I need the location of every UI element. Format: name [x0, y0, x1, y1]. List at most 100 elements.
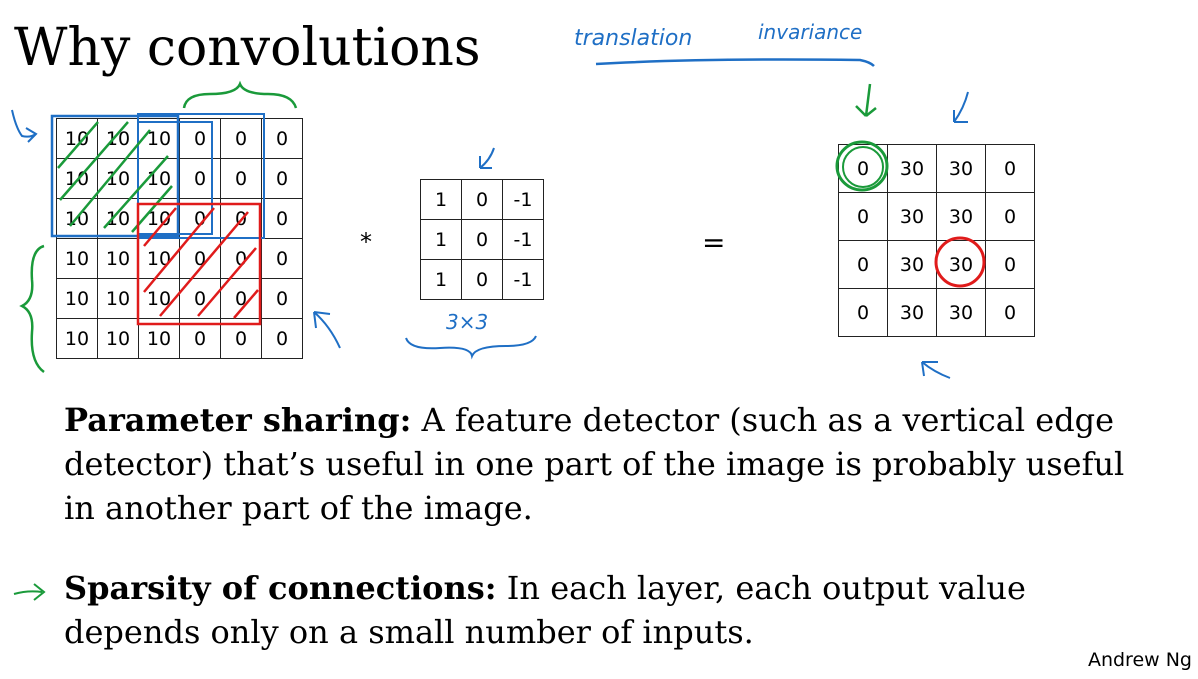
blue-arrow-left: [11, 109, 38, 143]
matrix-cell: 30: [887, 192, 937, 241]
matrix-cell: 30: [936, 144, 986, 193]
matrix-cell: 0: [179, 198, 221, 239]
matrix-cell: 30: [887, 288, 937, 337]
matrix-cell: 0: [461, 179, 503, 220]
matrix-cell: 10: [56, 278, 98, 319]
blue-brace-filter: [405, 335, 537, 360]
matrix-cell: 10: [56, 118, 98, 159]
matrix-cell: 10: [97, 318, 139, 359]
matrix-cell: 10: [138, 278, 180, 319]
blue-arrow-output-bottom: [921, 361, 951, 379]
matrix-cell: 0: [220, 118, 262, 159]
slide-title: Why convolutions: [14, 18, 481, 78]
matrix-cell: 10: [97, 278, 139, 319]
filter-size-annotation: 3×3: [446, 310, 489, 334]
matrix-cell: 10: [97, 118, 139, 159]
blue-underline: [595, 58, 875, 67]
matrix-cell: 10: [138, 198, 180, 239]
matrix-cell: 1: [420, 259, 462, 300]
matrix-cell: 0: [261, 278, 303, 319]
matrix-cell: 0: [461, 219, 503, 260]
matrix-cell: 10: [97, 198, 139, 239]
matrix-cell: 10: [138, 318, 180, 359]
matrix-cell: -1: [502, 259, 544, 300]
matrix-cell: 0: [985, 144, 1035, 193]
blue-arrow-output: [953, 91, 969, 123]
matrix-cell: 10: [56, 238, 98, 279]
matrix-cell: 1: [420, 179, 462, 220]
matrix-cell: 30: [887, 240, 937, 289]
matrix-cell: 0: [220, 158, 262, 199]
matrix-cell: 10: [56, 198, 98, 239]
matrix-cell: 10: [56, 158, 98, 199]
matrix-cell: 10: [97, 238, 139, 279]
matrix-cell: 0: [179, 118, 221, 159]
matrix-cell: 0: [261, 318, 303, 359]
matrix-cell: 0: [985, 240, 1035, 289]
matrix-cell: 0: [838, 240, 888, 289]
matrix-cell: 0: [179, 238, 221, 279]
matrix-cell: -1: [502, 219, 544, 260]
sparsity-heading: Sparsity of connections:: [64, 569, 497, 607]
matrix-cell: 0: [220, 318, 262, 359]
matrix-cell: 0: [261, 238, 303, 279]
matrix-cell: 0: [220, 238, 262, 279]
translation-annotation: translation: [574, 26, 693, 51]
green-brace-left: [19, 244, 45, 374]
equals-operator: =: [702, 226, 726, 259]
matrix-cell: 10: [138, 158, 180, 199]
green-brace-top: [182, 80, 298, 109]
green-arrow-output: [855, 83, 877, 117]
matrix-cell: 30: [936, 240, 986, 289]
matrix-cell: 0: [985, 192, 1035, 241]
sparsity-body: In each layer, each output value depends…: [64, 569, 1026, 651]
matrix-cell: 0: [985, 288, 1035, 337]
matrix-cell: 0: [261, 198, 303, 239]
matrix-cell: 10: [56, 318, 98, 359]
sparsity-paragraph: Sparsity of connections: In each layer, …: [64, 566, 1144, 654]
matrix-cell: 30: [936, 192, 986, 241]
matrix-cell: 1: [420, 219, 462, 260]
matrix-cell: 30: [936, 288, 986, 337]
green-arrow-bullet: [13, 583, 46, 601]
matrix-cell: 10: [138, 118, 180, 159]
matrix-cell: 0: [838, 144, 888, 193]
matrix-cell: 0: [220, 198, 262, 239]
matrix-cell: 0: [179, 278, 221, 319]
matrix-cell: 0: [838, 192, 888, 241]
matrix-cell: 0: [838, 288, 888, 337]
matrix-cell: 0: [220, 278, 262, 319]
blue-arrow-input-corner: [313, 311, 341, 349]
matrix-cell: 30: [887, 144, 937, 193]
parameter-sharing-heading: Parameter sharing:: [64, 401, 412, 439]
matrix-cell: 0: [261, 158, 303, 199]
matrix-cell: 0: [179, 318, 221, 359]
matrix-cell: 10: [97, 158, 139, 199]
parameter-sharing-body: A feature detector (such as a vertical e…: [64, 401, 1125, 527]
invariance-annotation: invariance: [758, 20, 863, 44]
author-credit: Andrew Ng: [1087, 649, 1192, 671]
matrix-cell: 10: [138, 238, 180, 279]
parameter-sharing-paragraph: Parameter sharing: A feature detector (s…: [64, 398, 1144, 530]
matrix-cell: 0: [179, 158, 221, 199]
matrix-cell: 0: [461, 259, 503, 300]
matrix-cell: -1: [502, 179, 544, 220]
matrix-cell: 0: [261, 118, 303, 159]
convolve-operator: *: [360, 228, 372, 256]
